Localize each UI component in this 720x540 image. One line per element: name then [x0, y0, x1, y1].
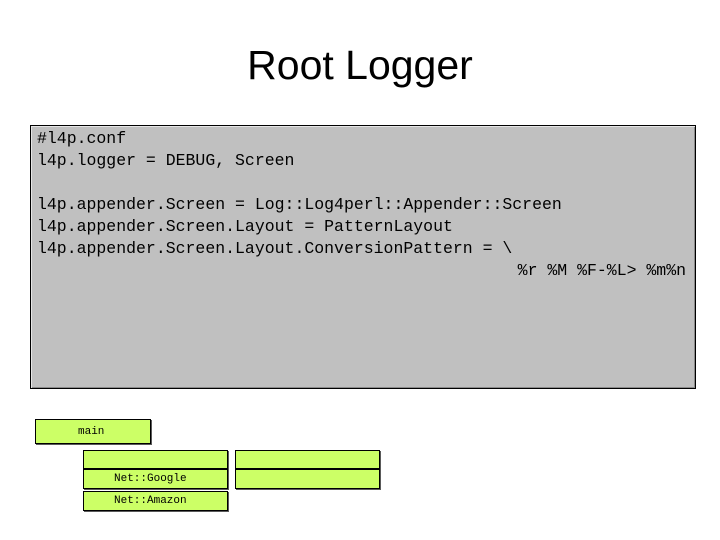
- category-node-net-amazon: Net::Amazon: [83, 491, 228, 511]
- category-node-net-google: Net::Google: [83, 469, 228, 489]
- category-node-main: main: [35, 419, 151, 444]
- category-label-net-google: Net::Google: [114, 473, 187, 485]
- code-line-pattern-value: %r %M %F-%L> %m%n: [517, 261, 686, 280]
- category-label-net-amazon: Net::Amazon: [114, 495, 187, 507]
- category-node-empty: [235, 469, 380, 489]
- category-node-child-b: [235, 450, 380, 469]
- category-label-main: main: [78, 425, 105, 438]
- code-line-logger: l4p.logger = DEBUG, Screen: [37, 151, 295, 170]
- category-node-child-a: [83, 450, 228, 469]
- code-line-layout: l4p.appender.Screen.Layout = PatternLayo…: [37, 217, 453, 236]
- slide-title: Root Logger: [247, 42, 473, 88]
- config-code-block: #l4p.conf l4p.logger = DEBUG, Screen l4p…: [30, 125, 696, 389]
- code-line-comment: #l4p.conf: [37, 129, 127, 148]
- code-line-conversion-pattern: l4p.appender.Screen.Layout.ConversionPat…: [37, 239, 513, 258]
- code-line-appender: l4p.appender.Screen = Log::Log4perl::App…: [37, 195, 562, 214]
